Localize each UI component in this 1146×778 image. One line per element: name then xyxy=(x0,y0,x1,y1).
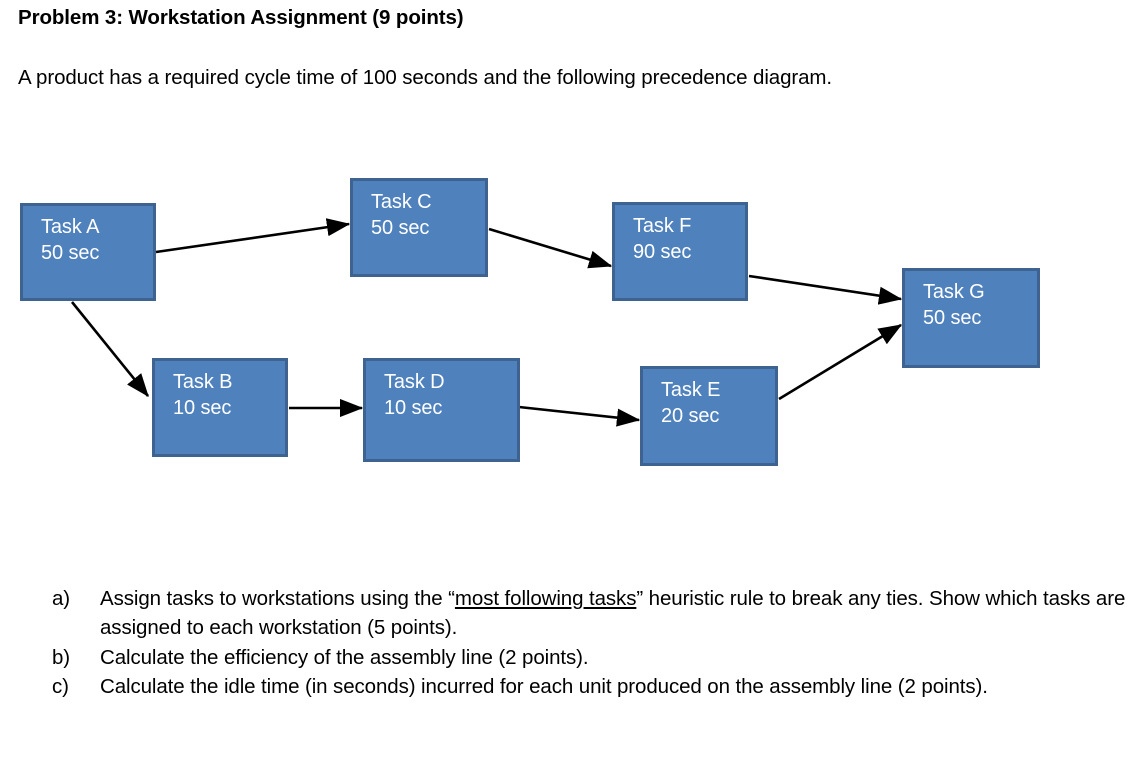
question-text-run: Calculate the idle time (in seconds) inc… xyxy=(100,674,988,698)
page-title: Problem 3: Workstation Assignment (9 poi… xyxy=(18,6,464,29)
task-node-label: Task F xyxy=(633,215,692,237)
problem-statement: A product has a required cycle time of 1… xyxy=(18,66,832,89)
question-text-run: ” heuristic rule to break any ties. Show… xyxy=(100,587,1126,640)
edge-e-to-g xyxy=(778,323,903,401)
task-node-e: Task E 20 sec xyxy=(640,366,778,466)
edge-f-to-g xyxy=(748,274,903,305)
task-node-label: Task D xyxy=(384,371,445,393)
question-item: a) Assign tasks to workstations using the… xyxy=(52,584,1132,643)
question-text-emphasis: most following tasks xyxy=(454,587,637,610)
question-text-run: Calculate the efficiency of the assembly… xyxy=(100,645,589,669)
edge-c-to-f xyxy=(488,227,613,269)
task-node-duration: 90 sec xyxy=(633,240,692,263)
task-node-a: Task A 50 sec xyxy=(20,203,156,301)
task-node-duration: 50 sec xyxy=(923,306,982,329)
task-node-g: Task G 50 sec xyxy=(902,268,1040,368)
task-node-label: Task B xyxy=(173,371,233,393)
question-text: Assign tasks to workstations using the “… xyxy=(100,587,1125,639)
edge-a-to-b xyxy=(70,301,150,398)
task-node-label: Task C xyxy=(371,191,432,213)
question-item: c) Calculate the idle time (in seconds) i… xyxy=(52,672,1132,701)
diagram-edges xyxy=(70,218,903,427)
question-text: Calculate the efficiency of the assembly… xyxy=(100,645,589,669)
edge-a-to-c xyxy=(155,218,351,254)
task-node-f: Task F 90 sec xyxy=(612,202,748,301)
task-node-duration: 20 sec xyxy=(661,404,720,427)
question-marker: c) xyxy=(52,674,69,698)
task-node-duration: 10 sec xyxy=(173,396,232,419)
task-node-b: Task B 10 sec xyxy=(152,358,288,457)
task-node-label: Task E xyxy=(661,379,721,401)
task-node-label: Task G xyxy=(923,281,985,303)
task-node-duration: 10 sec xyxy=(384,396,443,419)
edge-d-to-e xyxy=(518,405,641,427)
question-item: b) Calculate the efficiency of the assemb… xyxy=(52,643,1132,672)
task-node-d: Task D 10 sec xyxy=(363,358,520,462)
task-node-label: Task A xyxy=(41,216,100,238)
task-node-duration: 50 sec xyxy=(41,241,100,264)
question-marker: b) xyxy=(52,645,71,669)
question-text-run: Assign tasks to workstations using the “ xyxy=(100,587,455,610)
question-text: Calculate the idle time (in seconds) inc… xyxy=(100,675,988,698)
question-marker: a) xyxy=(52,587,71,610)
task-node-c: Task C 50 sec xyxy=(350,178,488,277)
question-list: a) Assign tasks to workstations using the… xyxy=(52,584,1132,701)
task-node-duration: 50 sec xyxy=(371,216,430,239)
